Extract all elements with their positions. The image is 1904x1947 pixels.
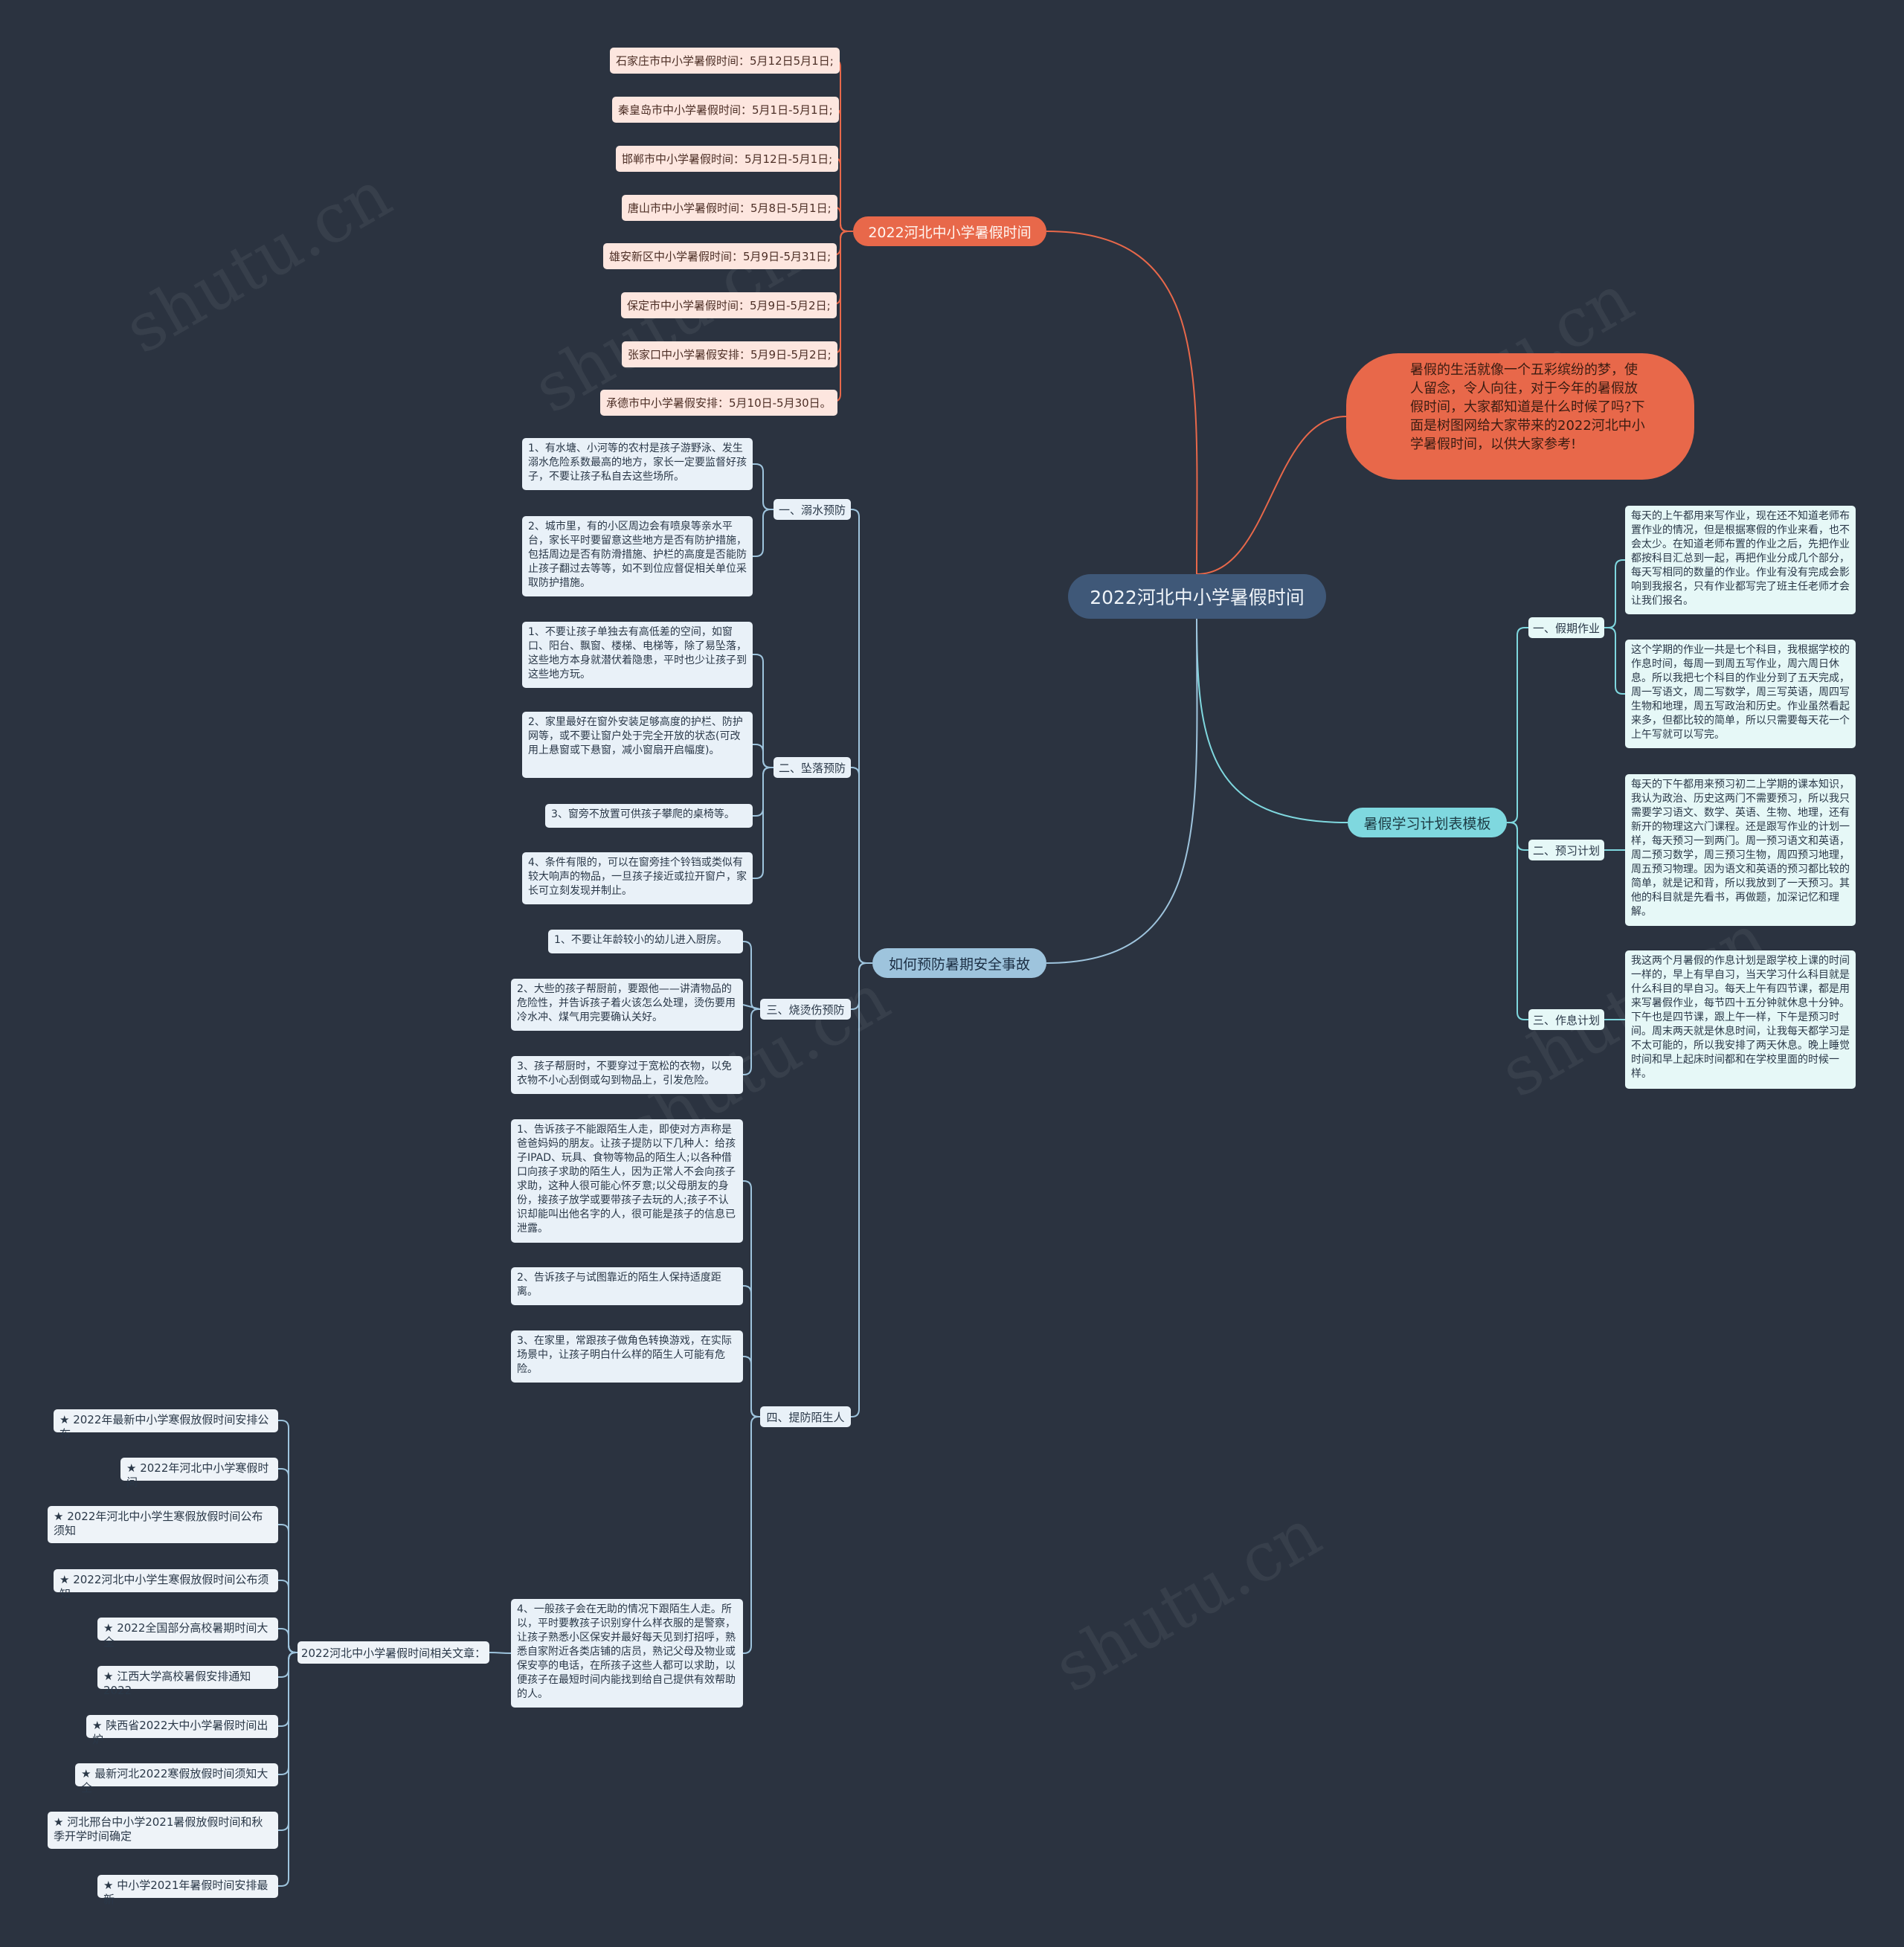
plan-leaf[interactable]: 每天的下午都用来预习初二上学期的课本知识，我认为政治、历史这两门不需要预习，所以… xyxy=(1625,774,1856,926)
related-article-link[interactable]: ★ 中小学2021年暑假时间安排最新 xyxy=(97,1875,278,1906)
related-article-link[interactable]: ★ 2022年河北中小学寒假时间 xyxy=(120,1458,278,1489)
connector xyxy=(753,509,774,557)
related-article-link[interactable]: ★ 河北邢台中小学2021暑假放假时间和秋季开学时间确定 xyxy=(48,1812,278,1849)
date-item[interactable]: 保定市中小学暑假时间：5月9日-5月2日; xyxy=(621,292,837,318)
connector xyxy=(1046,618,1198,964)
connector xyxy=(278,1628,298,1653)
connector xyxy=(851,767,872,964)
date-item[interactable]: 唐山市中小学暑假时间：5月8日-5月1日; xyxy=(622,195,837,221)
date-item[interactable]: 秦皇岛市中小学暑假时间：5月1日-5月1日; xyxy=(612,97,839,123)
safety-leaf[interactable]: 4、一般孩子会在无助的情况下跟陌生人走。所以，平时要教孩子识别穿什么样衣服的是警… xyxy=(511,1599,743,1708)
date-item[interactable]: 邯郸市中小学暑假时间：5月12日-5月1日; xyxy=(616,146,839,172)
sub-homework[interactable]: 一、假期作业 xyxy=(1528,617,1604,638)
related-articles-hub[interactable]: 2022河北中小学暑假时间相关文章： xyxy=(298,1641,489,1664)
sub-schedule-plan[interactable]: 三、作息计划 xyxy=(1528,1009,1604,1030)
sub-preview-plan[interactable]: 二、预习计划 xyxy=(1528,840,1604,860)
plan-leaf[interactable]: 这个学期的作业一共是七个科目，我根据学校的作息时间，每周一到周五写作业，周六周日… xyxy=(1625,640,1856,748)
sub-strangers[interactable]: 四、提防陌生人 xyxy=(760,1406,851,1427)
connector xyxy=(753,767,774,879)
branch-safety[interactable]: 如何预防暑期安全事故 xyxy=(872,948,1046,978)
related-article-link[interactable]: ★ 2022年最新中小学寒假放假时间安排公布 xyxy=(54,1409,278,1441)
safety-leaf[interactable]: 2、家里最好在窗外安装足够高度的护栏、防护网等，或不要让窗户处于完全开放的状态(… xyxy=(522,712,753,778)
connector xyxy=(1046,231,1198,575)
safety-leaf[interactable]: 1、告诉孩子不能跟陌生人走，即使对方声称是爸爸妈妈的朋友。让孩子提防以下几种人：… xyxy=(511,1119,743,1243)
branch-study-plan[interactable]: 暑假学习计划表模板 xyxy=(1348,808,1507,837)
date-item[interactable]: 承德市中小学暑假安排：5月10日-5月30日。 xyxy=(600,390,837,416)
plan-leaf[interactable]: 每天的上午都用来写作业，现在还不知道老师布置作业的情况，但是根据寒假的作业来看，… xyxy=(1625,506,1856,614)
related-article-link[interactable]: ★ 陕西省2022大中小学暑假时间出炉 xyxy=(86,1715,278,1746)
connector xyxy=(1507,822,1528,1020)
safety-leaf[interactable]: 4、条件有限的，可以在窗旁挂个铃铛或类似有较大响声的物品，一旦孩子接近或拉开窗户… xyxy=(522,852,753,904)
plan-leaf[interactable]: 我这两个月暑假的作息计划是跟学校上课的时间一样的，早上有早自习，当天学习什么科目… xyxy=(1625,950,1856,1089)
connector xyxy=(489,1652,512,1654)
connector xyxy=(851,509,872,964)
related-article-link[interactable]: ★ 2022河北中小学生寒假放假时间公布须知 xyxy=(54,1569,278,1600)
connector xyxy=(1604,559,1625,628)
date-item[interactable]: 雄安新区中小学暑假时间：5月9日-5月31日; xyxy=(603,243,837,269)
sub-drowning[interactable]: 一、溺水预防 xyxy=(774,499,851,520)
date-item[interactable]: 石家庄市中小学暑假时间：5月12日5月1日; xyxy=(610,48,840,74)
safety-leaf[interactable]: 3、窗旁不放置可供孩子攀爬的桌椅等。 xyxy=(545,804,753,828)
sub-falling[interactable]: 二、坠落预防 xyxy=(774,757,851,778)
connector xyxy=(1604,627,1625,695)
connector xyxy=(743,941,760,1010)
sub-burns[interactable]: 三、烧烫伤预防 xyxy=(760,999,851,1020)
related-article-link[interactable]: ★ 2022年河北中小学生寒假放假时间公布须知 xyxy=(48,1506,278,1543)
connector xyxy=(1507,627,1528,823)
related-article-link[interactable]: ★ 2022全国部分高校暑期时间大全 xyxy=(97,1618,278,1649)
related-article-link[interactable]: ★ 江西大学高校暑假安排通知2022 xyxy=(97,1666,278,1697)
connector xyxy=(1196,416,1347,575)
safety-leaf[interactable]: 1、不要让孩子单独去有高低差的空间，如窗口、阳台、飘窗、楼梯、电梯等，除了易坠落… xyxy=(522,622,753,688)
safety-leaf[interactable]: 2、告诉孩子与试图靠近的陌生人保持适度距离。 xyxy=(511,1267,743,1305)
safety-leaf[interactable]: 2、大些的孩子帮厨前，要跟他——讲清物品的危险性，并告诉孩子着火该怎么处理，烫伤… xyxy=(511,979,743,1031)
connector xyxy=(278,1652,298,1887)
safety-leaf[interactable]: 3、在家里，常跟孩子做角色转换游戏，在实际场景中，让孩子明白什么样的陌生人可能有… xyxy=(511,1330,743,1383)
safety-leaf[interactable]: 2、城市里，有的小区周边会有喷泉等亲水平台，家长平时要留意这些地方是否有防护措施… xyxy=(522,516,753,596)
connector xyxy=(1196,618,1348,823)
branch-holiday-dates[interactable]: 2022河北中小学暑假时间 xyxy=(853,216,1046,246)
connector xyxy=(753,463,774,510)
connector xyxy=(753,744,774,768)
safety-leaf[interactable]: 3、孩子帮厨时，不要穿过于宽松的衣物，以免衣物不小心刮倒或勾到物品上，引发危险。 xyxy=(511,1056,743,1094)
connector xyxy=(743,1416,760,1654)
safety-leaf[interactable]: 1、有水塘、小河等的农村是孩子游野泳、发生溺水危险系数最高的地方，家长一定要监督… xyxy=(522,438,753,490)
connector xyxy=(743,1008,760,1075)
root-topic[interactable]: 2022河北中小学暑假时间 xyxy=(1068,574,1326,619)
connector xyxy=(743,1356,760,1417)
intro-bubble[interactable]: 暑假的生活就像一个五彩缤纷的梦，使人留念，令人向往，对于今年的暑假放假时间，大家… xyxy=(1346,353,1694,480)
date-item[interactable]: 张家口中小学暑假安排：5月9日-5月2日; xyxy=(622,341,837,367)
safety-leaf[interactable]: 1、不要让年龄较小的幼儿进入厨房。 xyxy=(548,930,743,953)
connector xyxy=(742,1004,761,1010)
connector xyxy=(851,962,872,1417)
related-article-link[interactable]: ★ 最新河北2022寒假放假时间须知大全 xyxy=(75,1763,278,1795)
